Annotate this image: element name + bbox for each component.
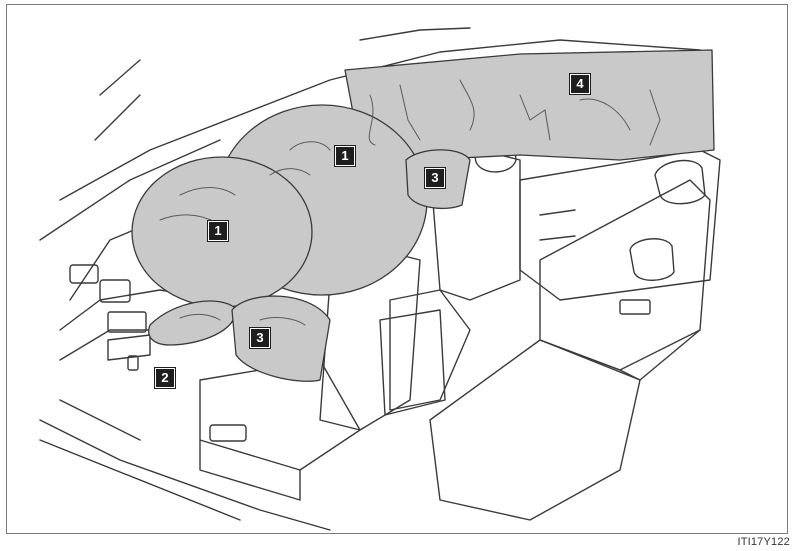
rear-seat-cushion	[429, 339, 641, 521]
door-switch	[619, 299, 651, 315]
center-console	[379, 309, 446, 416]
rear-door-panel	[519, 149, 721, 301]
rear-seat-back	[539, 179, 711, 371]
knee-airbag	[148, 300, 236, 346]
callout-front-airbag-passenger: 1	[334, 145, 356, 167]
callout-front-airbag-driver: 1	[207, 220, 229, 242]
vent-left	[69, 264, 99, 284]
pedal	[127, 355, 139, 371]
callout-knee-airbag: 2	[154, 367, 176, 389]
figure-code: ITI17Y122	[737, 536, 790, 548]
passenger-seat-cushion	[389, 289, 471, 411]
vent-center	[99, 279, 131, 303]
door-sill	[39, 419, 331, 531]
rear-headrest-right	[629, 238, 675, 281]
figure-frame	[6, 4, 788, 534]
side-airbag-front	[231, 295, 331, 382]
roof-rail-line	[39, 139, 221, 241]
rear-headrest-left	[654, 159, 706, 205]
radio-panel	[107, 311, 147, 333]
seat-controls	[209, 424, 247, 442]
callout-curtain-airbag: 4	[569, 73, 591, 95]
callout-side-airbag-rear: 3	[424, 167, 446, 189]
callout-side-airbag-front: 3	[249, 327, 271, 349]
